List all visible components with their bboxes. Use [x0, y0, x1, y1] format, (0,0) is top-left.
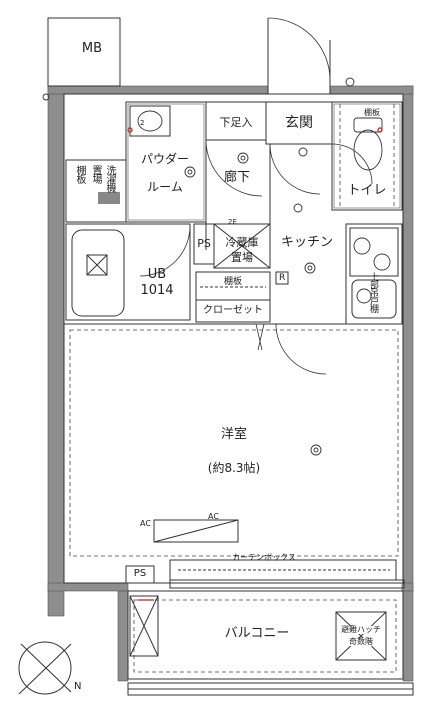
balcony-label: バルコニー	[224, 626, 290, 641]
washer-label-1: 洗濯機	[104, 165, 115, 192]
toilet-label: トイレ	[347, 183, 387, 198]
entrance-label: 玄関	[285, 115, 313, 131]
north-label: N	[74, 681, 82, 692]
toilet-shelf-label: 棚板	[364, 108, 380, 117]
washer-panel	[98, 192, 120, 204]
powder-room-label-2: ルーム	[147, 180, 183, 194]
ac-unit-label: AC	[208, 512, 219, 521]
shelf-label: 棚板	[223, 277, 243, 287]
upper-cabinet-label: 上部吊戸棚	[368, 272, 378, 312]
curtain-box-label: カーテンボックス	[232, 553, 296, 562]
fridge-label-2: 置場	[231, 251, 253, 264]
partition-lines	[47, 17, 414, 696]
fixtures	[137, 110, 391, 304]
fridge-label-1: 冷蔵庫	[225, 236, 259, 249]
powder-room-label-1: パウダー	[140, 152, 190, 166]
ub-label-1: UB	[147, 267, 167, 282]
washer-shelf-label: 棚板	[74, 165, 85, 183]
ac-outlet-label: AC	[140, 519, 151, 528]
western-room-size: (約8.3帖)	[207, 461, 261, 475]
hallway-label: 廊下	[223, 170, 251, 185]
closet-label: クローゼット	[203, 305, 263, 316]
western-room-label: 洋室	[220, 427, 248, 442]
escape-hatch-label-2: 奇数階	[349, 637, 373, 646]
kitchen-label: キッチン	[280, 235, 334, 250]
shoe-storage-label: 下足入	[219, 116, 253, 129]
washer-label-2: 置場	[90, 165, 101, 183]
ps-upper-label: PS	[197, 237, 211, 250]
accent-marks	[127, 127, 383, 601]
ub-label-2: 1014	[140, 283, 174, 298]
mb-label: MB	[81, 41, 103, 56]
range-hood-label: R	[279, 273, 286, 283]
outlet-2-label: 2	[140, 119, 145, 127]
door-swings	[139, 17, 373, 375]
dashed-outlines	[69, 104, 399, 673]
compass-icon	[18, 641, 72, 695]
ps-lower-label: PS	[133, 568, 147, 579]
outlet-2e-label: 2E	[228, 218, 237, 226]
escape-hatch-label-1: 避難ハッチ	[341, 625, 381, 634]
ceiling-lights	[42, 77, 355, 456]
